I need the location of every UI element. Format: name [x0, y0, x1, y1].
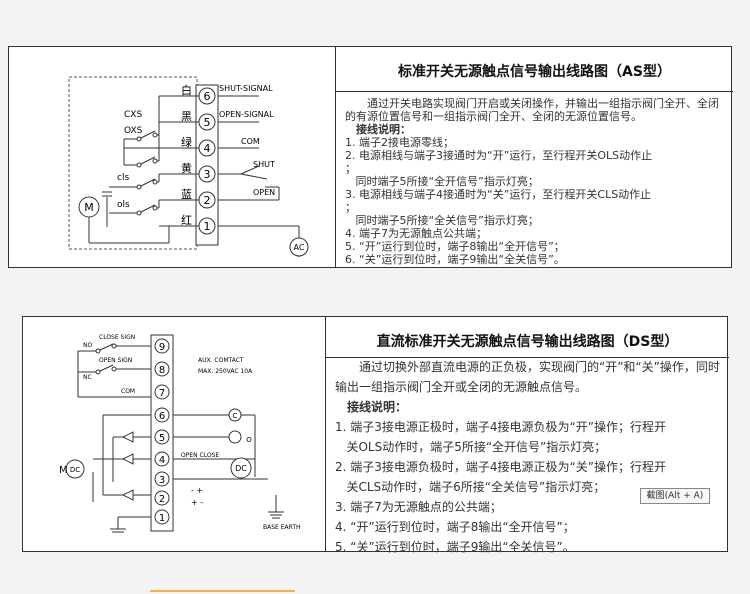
ds-line-3: 2. 端子3接电源负极时，端子4接电源正极为“关”操作；行程开 [335, 460, 666, 474]
ds-open-close: OPEN CLOSE [181, 452, 219, 459]
as-wire-blue: 蓝 [181, 188, 192, 201]
ds-motor-source: DC [70, 466, 80, 474]
ds-line-7: 5. “关”运行到位时，端子9输出“全关信号”。 [335, 540, 575, 554]
ds-title: 直流标准开关无源触点信号输出线路图（DS型） [376, 334, 679, 350]
as-terminal-2: 2 [204, 194, 211, 207]
as-line-10: 6. “关”运行到位时，端子9输出“全关信号”。 [345, 253, 565, 266]
ds-terminal-9: 9 [159, 342, 165, 353]
ds-terminal-3: 3 [159, 475, 165, 486]
as-line-8: 4. 端子7为无源触点公共端； [345, 227, 487, 240]
ds-wiring-diagram: 9 8 7 6 5 4 3 2 1 [59, 334, 301, 533]
as-wire-yellow: 黄 [181, 161, 192, 175]
screenshot-tooltip: 截图(Alt + A) [640, 488, 710, 504]
ds-terminal-6: 6 [159, 411, 165, 422]
as-terminal-block: 6 5 4 3 2 1 [195, 84, 219, 246]
as-terminal-4: 4 [204, 142, 211, 155]
ds-label-close-sign: CLOSE SIGN [99, 334, 135, 341]
ds-label-com: COM [121, 388, 135, 395]
ds-terminal-block: 9 8 7 6 5 4 3 2 1 [150, 334, 174, 532]
as-label-cls: cls [117, 173, 129, 183]
ds-description: 通过切换外部直流电源的正负极，实现阀门的“开”和“关”操作，同时输出一组指示阀门… [335, 357, 723, 557]
ds-terminal-7: 7 [159, 388, 165, 399]
ds-line-4: 关CLS动作时，端子6所接“全关信号”指示灯亮； [335, 480, 606, 494]
ds-polarity-open: - + [191, 486, 203, 495]
ds-polarity-close: + - [191, 498, 203, 507]
ds-title-rule [326, 357, 729, 358]
as-wire-red: 红 [181, 214, 192, 227]
as-intro: 通过开关电路实现阀门开启或关闭操作，并输出一组指示阀门全开、全闭的有源位置信号和… [345, 97, 719, 123]
ds-intro: 通过切换外部直流电源的正负极，实现阀门的“开”和“关”操作，同时输出一组指示阀门… [335, 360, 720, 394]
as-line-1: 1. 端子2接电源零线； [345, 136, 454, 149]
as-ac-source: AC [294, 243, 305, 252]
as-label-shut: SHUT [253, 160, 275, 169]
ds-terminal-8: 8 [159, 365, 165, 376]
as-wire-black: 黑 [181, 110, 192, 123]
as-title: 标准开关无源触点信号输出线路图（AS型） [398, 64, 671, 80]
ds-divider [325, 317, 326, 551]
ds-label-no: NO [83, 342, 92, 349]
ds-line-2: 关OLS动作时，端子5所接“全开信号”指示灯亮； [335, 440, 607, 454]
as-panel: 6 5 4 3 2 1 白 黑 绿 黄 蓝 红 [8, 46, 733, 268]
as-terminal-6: 6 [204, 90, 211, 103]
ds-line-6: 4. “开”运行到位时，端子8输出“全开信号”； [335, 520, 575, 534]
ds-line-1: 1. 端子3接电源正极时，端子4接电源负极为“开”操作；行程开 [335, 420, 666, 434]
as-line-6: ； [345, 201, 356, 214]
as-wiring-diagram: 6 5 4 3 2 1 白 黑 绿 黄 蓝 红 [68, 76, 309, 257]
as-label-cxs: CXS [124, 110, 142, 120]
ds-label-open-sign: OPEN SIGN [99, 357, 132, 364]
ds-panel: 9 8 7 6 5 4 3 2 1 [22, 316, 729, 554]
as-line-4: 同时端子5所接“全开信号”指示灯亮； [345, 175, 539, 188]
as-wire-green: 绿 [181, 135, 192, 149]
ds-aux-note: AUX. COMTACT [198, 357, 244, 364]
as-label-com: COM [241, 137, 260, 146]
ds-terminal-4: 4 [159, 455, 165, 466]
as-label-open-signal: OPEN-SIGNAL [219, 110, 274, 119]
as-label-oxs: OXS [124, 126, 143, 136]
as-label-ols: ols [117, 200, 130, 210]
ds-rating: MAX. 250VAC 10A [198, 368, 253, 375]
as-terminal-1: 1 [204, 220, 211, 233]
ds-heading: 接线说明： [347, 400, 408, 414]
ds-dc-source: DC [235, 464, 247, 473]
ds-lamp-open: O [246, 436, 252, 444]
as-divider [335, 47, 336, 267]
as-line-9: 5. “开”运行到位时，端子8输出“全开信号”； [345, 240, 565, 253]
ds-lamp-close: C [233, 412, 238, 420]
as-heading: 接线说明： [356, 123, 411, 136]
ds-terminal-2: 2 [159, 494, 165, 505]
as-wire-white: 白 [181, 83, 192, 97]
ds-earth: BASE EARTH [263, 524, 301, 531]
ds-terminal-1: 1 [159, 513, 165, 524]
as-line-7: 同时端子5所接“全关信号”指示灯亮； [345, 214, 539, 227]
as-title-rule [336, 91, 733, 92]
as-line-2: 2. 电源相线与端子3接通时为“开”运行，至行程开关OLS动作止 [345, 149, 653, 162]
as-description: 通过开关电路实现阀门开启或关闭操作，并输出一组指示阀门全开、全闭的有源位置信号和… [345, 97, 723, 266]
ds-line-5: 3. 端子7为无源触点的公共端； [335, 500, 502, 514]
as-motor: M [84, 201, 94, 214]
as-label-open: OPEN [253, 188, 275, 197]
as-line-3: ； [345, 162, 356, 175]
as-line-5: 3. 电源相线与端子4接通时为“关”运行，至行程开关CLS动作止 [345, 188, 652, 201]
ds-label-nc: NC [83, 374, 92, 381]
orange-accent-line [150, 590, 295, 592]
as-label-shut-signal: SHUT-SIGNAL [219, 84, 273, 93]
ds-terminal-5: 5 [159, 433, 165, 444]
ds-motor: M [59, 465, 68, 476]
as-terminal-3: 3 [204, 168, 211, 181]
as-terminal-5: 5 [204, 116, 211, 129]
